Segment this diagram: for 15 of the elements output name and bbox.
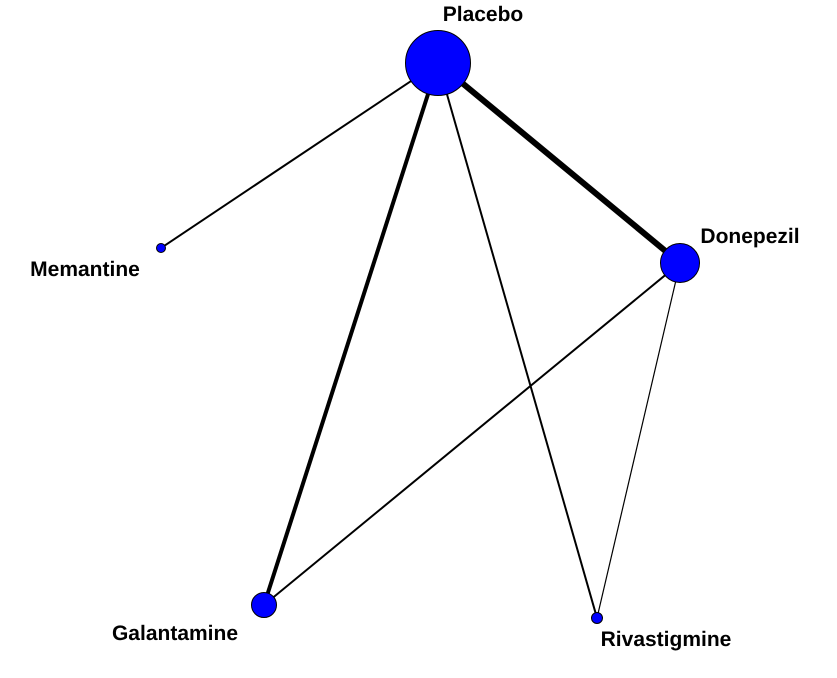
network-edge xyxy=(598,281,676,614)
node-label: Placebo xyxy=(442,3,524,27)
network-node xyxy=(251,592,277,618)
node-label: Rivastigmine xyxy=(600,628,732,652)
network-node xyxy=(660,243,700,283)
network-node xyxy=(591,612,603,624)
node-label: Donepezil xyxy=(700,225,800,249)
network-node xyxy=(156,243,166,253)
network-edge xyxy=(164,80,412,247)
network-edge xyxy=(460,81,668,254)
network-edge xyxy=(446,93,597,614)
network-edge xyxy=(266,92,430,594)
network-edge xyxy=(272,274,666,598)
node-label: Galantamine xyxy=(112,622,238,646)
node-label: Memantine xyxy=(30,258,140,282)
